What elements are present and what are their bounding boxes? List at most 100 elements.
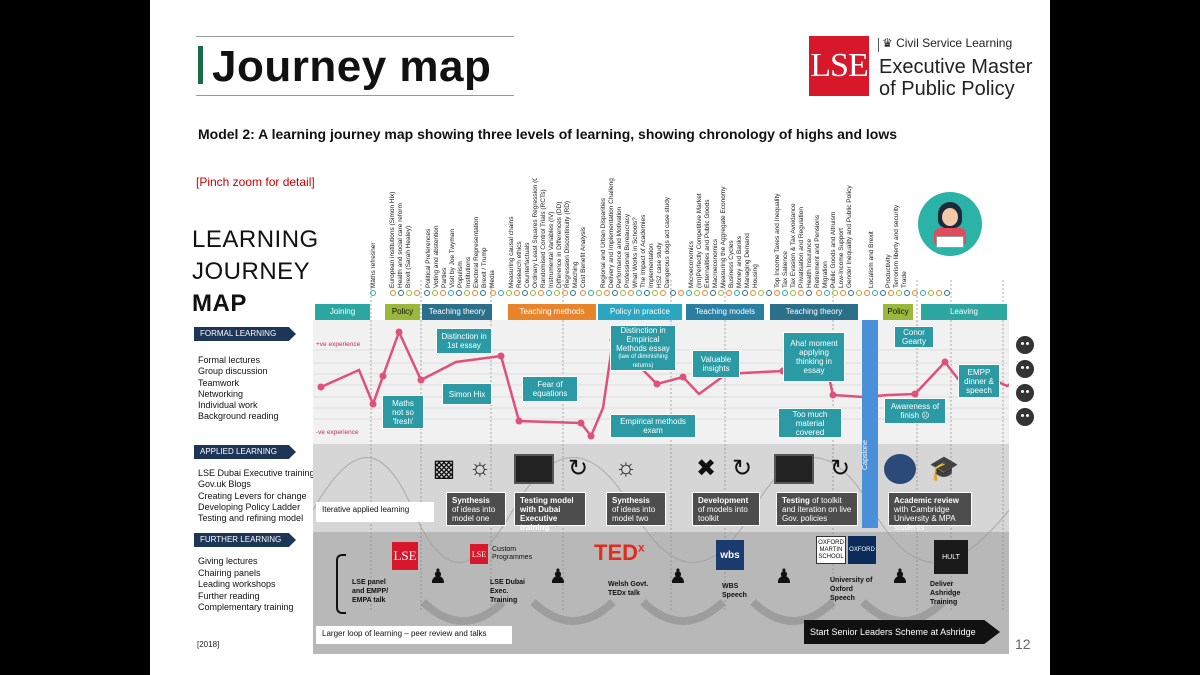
- phase-policy-1: Policy: [385, 304, 420, 320]
- further-learning-label: FURTHER LEARNING: [194, 533, 296, 547]
- applied-rows: LSE Dubai Executive training Gov.uk Blog…: [198, 468, 315, 524]
- topic-dot: [414, 290, 420, 296]
- neutral-face-icon: [1016, 384, 1034, 402]
- topic-dot: [798, 290, 804, 296]
- topic-dot: [448, 290, 454, 296]
- map-title-line-3: MAP: [192, 290, 247, 317]
- lightbulb-icon: ☼: [615, 454, 637, 481]
- topic-dot: [904, 290, 910, 296]
- topic-dot: [432, 290, 438, 296]
- further-row-0: Giving lectures: [198, 556, 258, 566]
- applied-box-academic-review: Academic review with Cambridge Universit…: [888, 492, 972, 532]
- topic-dot: [604, 290, 610, 296]
- topic-dot: [570, 290, 576, 296]
- applied-box-synthesis-2-text: of ideas into model two: [612, 505, 656, 523]
- topic-text: Trade: [901, 271, 908, 288]
- speaker-podium-icon: ♟: [775, 565, 793, 588]
- pinch-zoom-note: [Pinch zoom for detail]: [196, 175, 315, 189]
- larger-loop-box: Larger loop of learning – peer review an…: [316, 626, 512, 644]
- applied-box-synthesis-1-bold: Synthesis: [452, 496, 490, 505]
- callout-too-much-material: Too much material covered: [778, 408, 842, 438]
- topic-dot: [580, 290, 586, 296]
- further-item-wbs-speech: WBS Speech: [722, 583, 747, 599]
- topic-dot: [742, 290, 748, 296]
- brain-head-icon: [884, 454, 916, 484]
- ted-text: TED: [594, 540, 638, 565]
- phase-leaving: Leaving: [921, 304, 1007, 320]
- topic-dot: [370, 290, 376, 296]
- topic-dot: [588, 290, 594, 296]
- topic-text: Housing: [752, 264, 759, 288]
- callout-maths-not-fresh: Maths not so 'fresh': [382, 395, 424, 429]
- topic-dot: [612, 290, 618, 296]
- applied-row-4: Testing and refining model: [198, 513, 304, 524]
- topic-dot: [514, 290, 520, 296]
- topic-dot: [562, 290, 568, 296]
- topic-dot: [644, 290, 650, 296]
- topic-dot: [880, 290, 886, 296]
- formal-learning-label: FORMAL LEARNING: [194, 327, 296, 341]
- topic-dot: [758, 290, 764, 296]
- topic-dot: [670, 290, 676, 296]
- positive-experience-label: +ve experience: [316, 341, 361, 348]
- ted-x-text: x: [638, 540, 645, 555]
- topic-text: Gender Inequality and Public Policy: [846, 185, 853, 288]
- lightbulb-icon: ☼: [469, 454, 491, 481]
- callout-diminishing-returns-text: (law of diminishing returns): [618, 353, 668, 369]
- further-rows: Giving lectures Chairing panels Leading …: [198, 556, 294, 614]
- applied-box-academic-review-bold: Academic review: [894, 496, 959, 505]
- year-label: [2018]: [197, 640, 220, 649]
- topic-dot: [806, 290, 812, 296]
- formal-row-0: Formal lectures: [198, 355, 261, 365]
- topic-dot: [554, 290, 560, 296]
- slide: Journey map LSE ♛ Civil Service Learning…: [150, 0, 1050, 675]
- topic-dot: [660, 290, 666, 296]
- topic-dot: [840, 290, 846, 296]
- callout-distinction-empirical: Distinction in Empirical Methods essay (…: [610, 325, 676, 371]
- topic-dot: [864, 290, 870, 296]
- emotion-scale: [1016, 336, 1034, 426]
- phase-policy-in-practice: Policy in practice: [598, 304, 682, 320]
- applied-row-3: Developing Policy Ladder: [198, 501, 301, 512]
- formal-row-4: Individual work: [198, 400, 258, 411]
- topic-dot: [782, 290, 788, 296]
- topic-dot: [538, 290, 544, 296]
- negative-experience-label: -ve experience: [316, 429, 359, 436]
- topic-dot: [912, 290, 918, 296]
- program-line-2: of Public Policy: [879, 78, 1015, 100]
- topic-text: Brexit (Sarah Healey): [405, 225, 412, 288]
- applied-row-1: Gov.uk Blogs: [198, 479, 251, 490]
- callout-aha-moment: Aha! moment applying thinking in essay: [783, 332, 845, 382]
- topic-dot: [928, 290, 934, 296]
- topic-dot: [702, 290, 708, 296]
- sad-face-icon: [1016, 408, 1034, 426]
- phase-joining: Joining: [315, 304, 370, 320]
- topic-dot: [694, 290, 700, 296]
- person-reading-icon: ▩: [432, 454, 456, 482]
- topic-dot: [832, 290, 838, 296]
- topic-dot: [766, 290, 772, 296]
- topic-text: Maths refresher: [370, 242, 377, 288]
- callout-fear-of-equations: Fear of equations: [522, 376, 578, 402]
- topic-dots: [370, 290, 1010, 300]
- applied-row-0: LSE Dubai Executive training: [198, 468, 315, 478]
- further-row-4: Complementary training: [198, 602, 294, 613]
- callout-empp-dinner: EMPP dinner & speech: [958, 364, 1000, 398]
- topic-dot: [636, 290, 642, 296]
- further-bracket: [336, 554, 346, 614]
- topic-dot: [490, 290, 496, 296]
- applied-box-testing-toolkit-text: of toolkit and iteration on live Gov. po…: [782, 496, 852, 523]
- topic-text: Cost Benefit Analysis: [580, 226, 587, 288]
- topic-dot: [750, 290, 756, 296]
- topic-dot: [498, 290, 504, 296]
- topic-dot: [596, 290, 602, 296]
- further-item-welsh-tedx: Welsh Govt. TEDx talk: [608, 581, 649, 597]
- topic-dot: [652, 290, 658, 296]
- further-item-lse-panel: LSE panel and EMPP/ EMPA talk: [352, 579, 389, 604]
- formal-rows: Formal lectures Group discussion Teamwor…: [198, 355, 279, 423]
- map-title-line-2: JOURNEY: [192, 258, 311, 285]
- refresh-cycle-icon: ↻: [567, 454, 589, 482]
- civil-service-learning-label: ♛ Civil Service Learning: [882, 36, 1012, 50]
- topic-dot: [506, 290, 512, 296]
